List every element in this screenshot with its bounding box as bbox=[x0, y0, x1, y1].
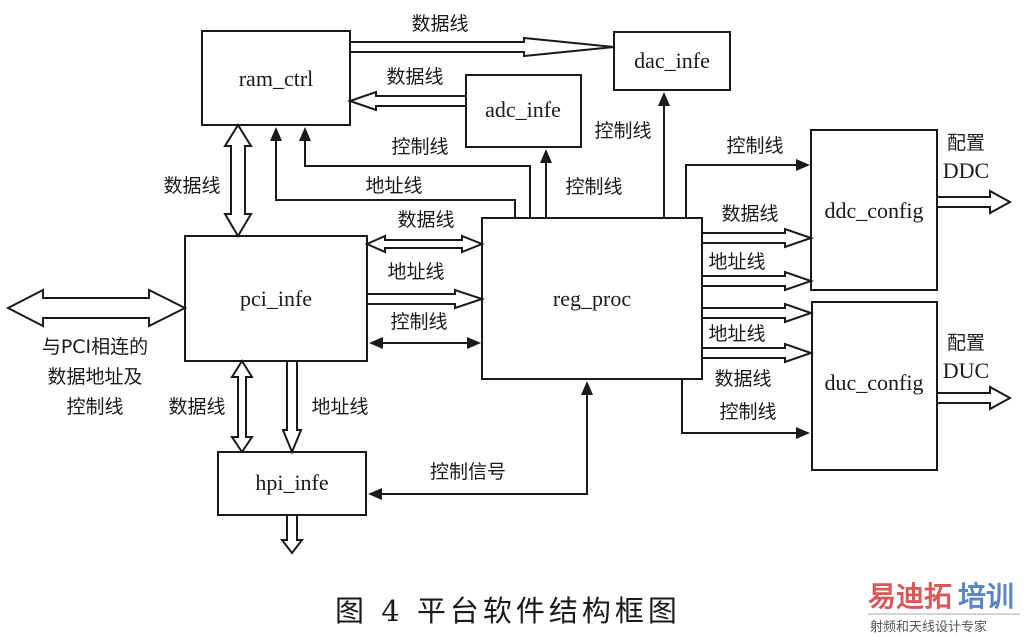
block-pci-infe: pci_infe bbox=[184, 235, 368, 362]
arrow-pci-reg-addr: 地址线 bbox=[366, 261, 486, 310]
arrow-reg-ddc-ctrl: 控制线 bbox=[685, 135, 810, 218]
label-duc: DUC bbox=[943, 358, 989, 383]
label-data-line: 数据线 bbox=[168, 396, 225, 418]
block-reg-proc: reg_proc bbox=[481, 217, 703, 380]
arrow-ram-to-dac-data: 数据线 bbox=[349, 13, 615, 58]
label-addr-line: 地址线 bbox=[708, 323, 765, 345]
arrow-reg-ddc-addr: 地址线 bbox=[701, 251, 815, 292]
block-label: duc_config bbox=[825, 370, 924, 395]
arrow-pci-reg-data: 数据线 bbox=[364, 209, 485, 254]
arrow-ram-pci-data: 数据线 bbox=[163, 123, 253, 238]
label-addr-line: 地址线 bbox=[311, 396, 368, 418]
arrow-reg-ddc-data: 数据线 bbox=[701, 203, 815, 249]
arrow-reg-to-adc-ctrl: 控制线 bbox=[540, 149, 623, 218]
arrow-reg-to-ram-ctrl: 控制线 bbox=[299, 127, 531, 218]
watermark: 易迪拓 培训 射频和天线设计专家 bbox=[868, 580, 1020, 635]
label-pci-ext: 控制线 bbox=[66, 396, 123, 418]
block-label: hpi_infe bbox=[255, 470, 328, 495]
label-data-line: 数据线 bbox=[386, 66, 443, 88]
block-label: reg_proc bbox=[553, 286, 631, 311]
arrow-pci-hpi-data: 数据线 bbox=[168, 359, 254, 454]
label-data-line: 数据线 bbox=[163, 175, 220, 197]
watermark-slogan: 射频和天线设计专家 bbox=[870, 619, 987, 635]
label-ctrl-line: 控制线 bbox=[719, 401, 776, 423]
arrow-ddc-output: 配置 DDC bbox=[936, 132, 1013, 215]
block-hpi-infe: hpi_infe bbox=[217, 451, 367, 516]
label-pci-ext: 数据地址及 bbox=[47, 366, 142, 388]
label-ddc: DDC bbox=[943, 158, 989, 183]
block-label: ddc_config bbox=[825, 198, 924, 223]
label-pci-ext: 与PCI相连的 bbox=[42, 336, 148, 358]
block-adc-infe: adc_infe bbox=[465, 74, 582, 148]
block-duc-config: duc_config bbox=[811, 301, 938, 471]
label-data-line: 数据线 bbox=[721, 203, 778, 225]
label-addr-line: 地址线 bbox=[708, 251, 765, 273]
block-label: dac_infe bbox=[634, 48, 710, 73]
arrow-reg-duc-addr-1 bbox=[701, 302, 815, 324]
arrow-pci-reg-ctrl: 控制线 bbox=[369, 311, 481, 349]
arrow-reg-duc-addr-2: 地址线 数据线 bbox=[701, 323, 815, 390]
arrow-reg-hpi-ctrl-signal: 控制信号 bbox=[368, 381, 593, 500]
arrow-duc-output: 配置 DUC bbox=[936, 332, 1013, 411]
arrow-adc-to-ram-data: 数据线 bbox=[346, 66, 467, 112]
label-data-line: 数据线 bbox=[397, 209, 454, 231]
label-ctrl-line: 控制线 bbox=[594, 120, 651, 142]
block-label: adc_infe bbox=[485, 97, 561, 122]
arrow-hpi-output bbox=[279, 514, 305, 555]
label-ctrl-line: 控制线 bbox=[391, 136, 448, 158]
label-addr-line: 地址线 bbox=[365, 175, 422, 197]
watermark-brand-a: 易迪拓 bbox=[868, 580, 952, 613]
arrow-pci-hpi-addr: 地址线 bbox=[281, 360, 369, 455]
block-label: pci_infe bbox=[240, 286, 312, 311]
label-config: 配置 bbox=[947, 132, 985, 154]
arrow-reg-to-ram-addr: 地址线 bbox=[270, 127, 516, 218]
arrow-pci-external: 与PCI相连的 数据地址及 控制线 bbox=[5, 288, 188, 418]
arrow-reg-duc-ctrl: 控制线 bbox=[681, 379, 810, 439]
block-dac-infe: dac_infe bbox=[613, 31, 731, 91]
label-ctrl-signal: 控制信号 bbox=[430, 461, 506, 483]
block-label: ram_ctrl bbox=[239, 66, 314, 91]
label-ctrl-line: 控制线 bbox=[565, 176, 622, 198]
label-data-line: 数据线 bbox=[411, 13, 468, 35]
label-config: 配置 bbox=[947, 332, 985, 354]
label-ctrl-line: 控制线 bbox=[726, 135, 783, 157]
figure-caption: 图 4 平台软件结构框图 bbox=[335, 594, 681, 628]
label-addr-line: 地址线 bbox=[387, 261, 444, 283]
arrow-reg-to-dac-ctrl: 控制线 bbox=[594, 92, 670, 218]
block-ddc-config: ddc_config bbox=[810, 129, 938, 291]
watermark-brand-b: 培训 bbox=[958, 580, 1014, 613]
label-ctrl-line: 控制线 bbox=[390, 311, 447, 333]
label-data-line: 数据线 bbox=[714, 368, 771, 390]
block-ram-ctrl: ram_ctrl bbox=[201, 30, 351, 126]
